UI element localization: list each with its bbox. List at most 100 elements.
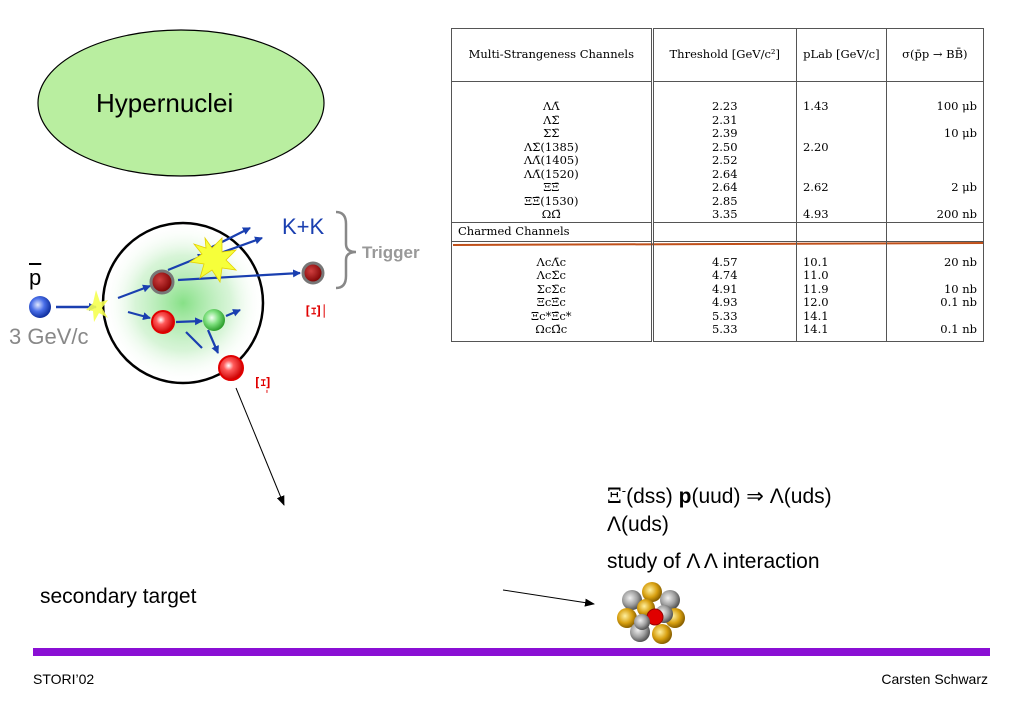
- cell-sigma: [885, 113, 985, 127]
- cell-sigma: [885, 309, 985, 323]
- green-ball: [203, 309, 225, 331]
- cell-channel: ΞΞ̄(1530): [451, 194, 653, 208]
- footer-right: Carsten Schwarz: [881, 671, 988, 687]
- empty-cell: [650, 221, 797, 242]
- hypernuclei-ellipse: [37, 29, 325, 177]
- proton-symbol: p: [678, 485, 692, 508]
- xi-minus-sup: -: [260, 389, 275, 394]
- header-plab: pLab [GeV/c]: [795, 28, 887, 82]
- target-arrow: [502, 589, 595, 607]
- cell-sigma: 10 μb: [885, 126, 985, 141]
- charmed-section-label: Charmed Channels: [451, 221, 653, 242]
- empty-cell: [650, 241, 797, 256]
- spacer-row: [451, 241, 985, 256]
- trigger-brace: [335, 210, 357, 290]
- kaon-label: K+K: [282, 214, 325, 239]
- empty-cell: [885, 221, 985, 242]
- empty-cell: [885, 241, 985, 256]
- xi-minus-ball: [218, 355, 244, 381]
- track-arrow: [175, 317, 203, 326]
- xi-symbol: Ξ: [607, 484, 622, 508]
- cell-plab: 12.0: [795, 295, 887, 310]
- cell-channel: ΛΣ̄(1385): [451, 140, 653, 154]
- cell-plab: [795, 167, 887, 181]
- empty-cell: [885, 336, 985, 342]
- xi-minus-label: Ξ-: [251, 376, 274, 393]
- cell-channel: ΞcΞ̄c: [451, 295, 653, 310]
- cell-channel: ΩΩ̄: [451, 207, 653, 222]
- cell-channel: ΞΞ̄: [451, 180, 653, 195]
- red-ball: [151, 310, 175, 334]
- cell-sigma: 0.1 nb: [885, 322, 985, 337]
- table-header-row: Multi-Strangeness Channels Threshold [Ge…: [451, 28, 985, 82]
- cell-sigma: [885, 194, 985, 208]
- entry-flash-icon: [86, 290, 108, 322]
- reaction-part2: (uud) ⇒ Λ(uds): [691, 485, 832, 508]
- cell-threshold: 4.57: [650, 255, 797, 269]
- track-arrow: [225, 308, 241, 318]
- reaction-part1: (dss): [626, 485, 679, 508]
- channels-table: Multi-Strangeness Channels Threshold [Ge…: [451, 28, 985, 342]
- table-row: ΞΞ̄(1530)2.85: [451, 194, 985, 208]
- antiproton-symbol: p: [29, 265, 42, 290]
- cell-threshold: 4.91: [650, 282, 797, 296]
- cell-channel: ΣcΣ̄c: [451, 282, 653, 296]
- cell-sigma: 0.1 nb: [885, 295, 985, 310]
- cell-threshold: 2.64: [650, 167, 797, 181]
- xi-charge: -: [621, 483, 627, 498]
- trigger-label: Trigger: [362, 243, 420, 262]
- secondary-target-label: secondary target: [40, 585, 197, 608]
- cell-sigma: [885, 167, 985, 181]
- cell-channel: ΛΛ̄(1405): [451, 153, 653, 168]
- cell-plab: 10.1: [795, 255, 887, 269]
- cell-plab: [795, 194, 887, 208]
- cell-sigma: 20 nb: [885, 255, 985, 269]
- cell-sigma: [885, 269, 985, 283]
- table-row: ΛΣ̄2.31: [451, 113, 985, 127]
- antiproton-ball: [29, 296, 51, 318]
- xi-bar-symbol: Ξ: [301, 304, 324, 318]
- xi-to-target-arrow: [235, 387, 285, 506]
- footer-left: STORI’02: [33, 671, 95, 687]
- cell-plab: [795, 154, 887, 168]
- table-row: ΛΛ̄(1405)2.52: [451, 153, 985, 168]
- cell-sigma: 2 μb: [885, 180, 985, 195]
- empty-cell: [650, 336, 797, 342]
- cell-channel: ΛΛ̄(1520): [451, 167, 653, 181]
- cell-threshold: 2.52: [650, 153, 797, 168]
- cell-sigma: 200 nb: [885, 207, 985, 222]
- cell-channel: ΛcΛ̄c: [451, 255, 653, 269]
- hypernuclei-label: Hypernuclei: [96, 88, 234, 118]
- track-arrow: [206, 329, 220, 354]
- cell-threshold: 2.23: [650, 99, 797, 114]
- cell-threshold: 2.39: [650, 126, 797, 141]
- empty-cell: [795, 336, 887, 342]
- cell-threshold: 2.31: [650, 113, 797, 127]
- cell-threshold: 4.93: [650, 295, 797, 310]
- header-threshold: Threshold [GeV/c²]: [650, 28, 797, 82]
- cell-channel: ΛcΣ̄c: [451, 268, 653, 283]
- track-arrow: [127, 310, 151, 321]
- antiproton-label: p: [29, 265, 41, 291]
- spacer-row: [451, 336, 985, 342]
- cell-channel: ΩcΩ̄c: [451, 322, 653, 337]
- cell-sigma: 100 μb: [885, 99, 985, 114]
- cell-plab: 14.1: [795, 322, 887, 337]
- cell-plab: 4.93: [795, 207, 887, 222]
- xi-bar-ball: [301, 261, 325, 285]
- track-arrow: [185, 331, 203, 349]
- annihilation-flash-icon: [188, 236, 238, 284]
- momentum-label: 3 GeV/c: [9, 324, 89, 349]
- cell-plab: 11.0: [795, 268, 887, 283]
- empty-cell: [795, 241, 887, 256]
- cell-threshold: 4.74: [650, 268, 797, 283]
- cell-threshold: 5.33: [650, 322, 797, 337]
- cell-plab: [795, 113, 887, 127]
- footer-divider: [33, 648, 990, 656]
